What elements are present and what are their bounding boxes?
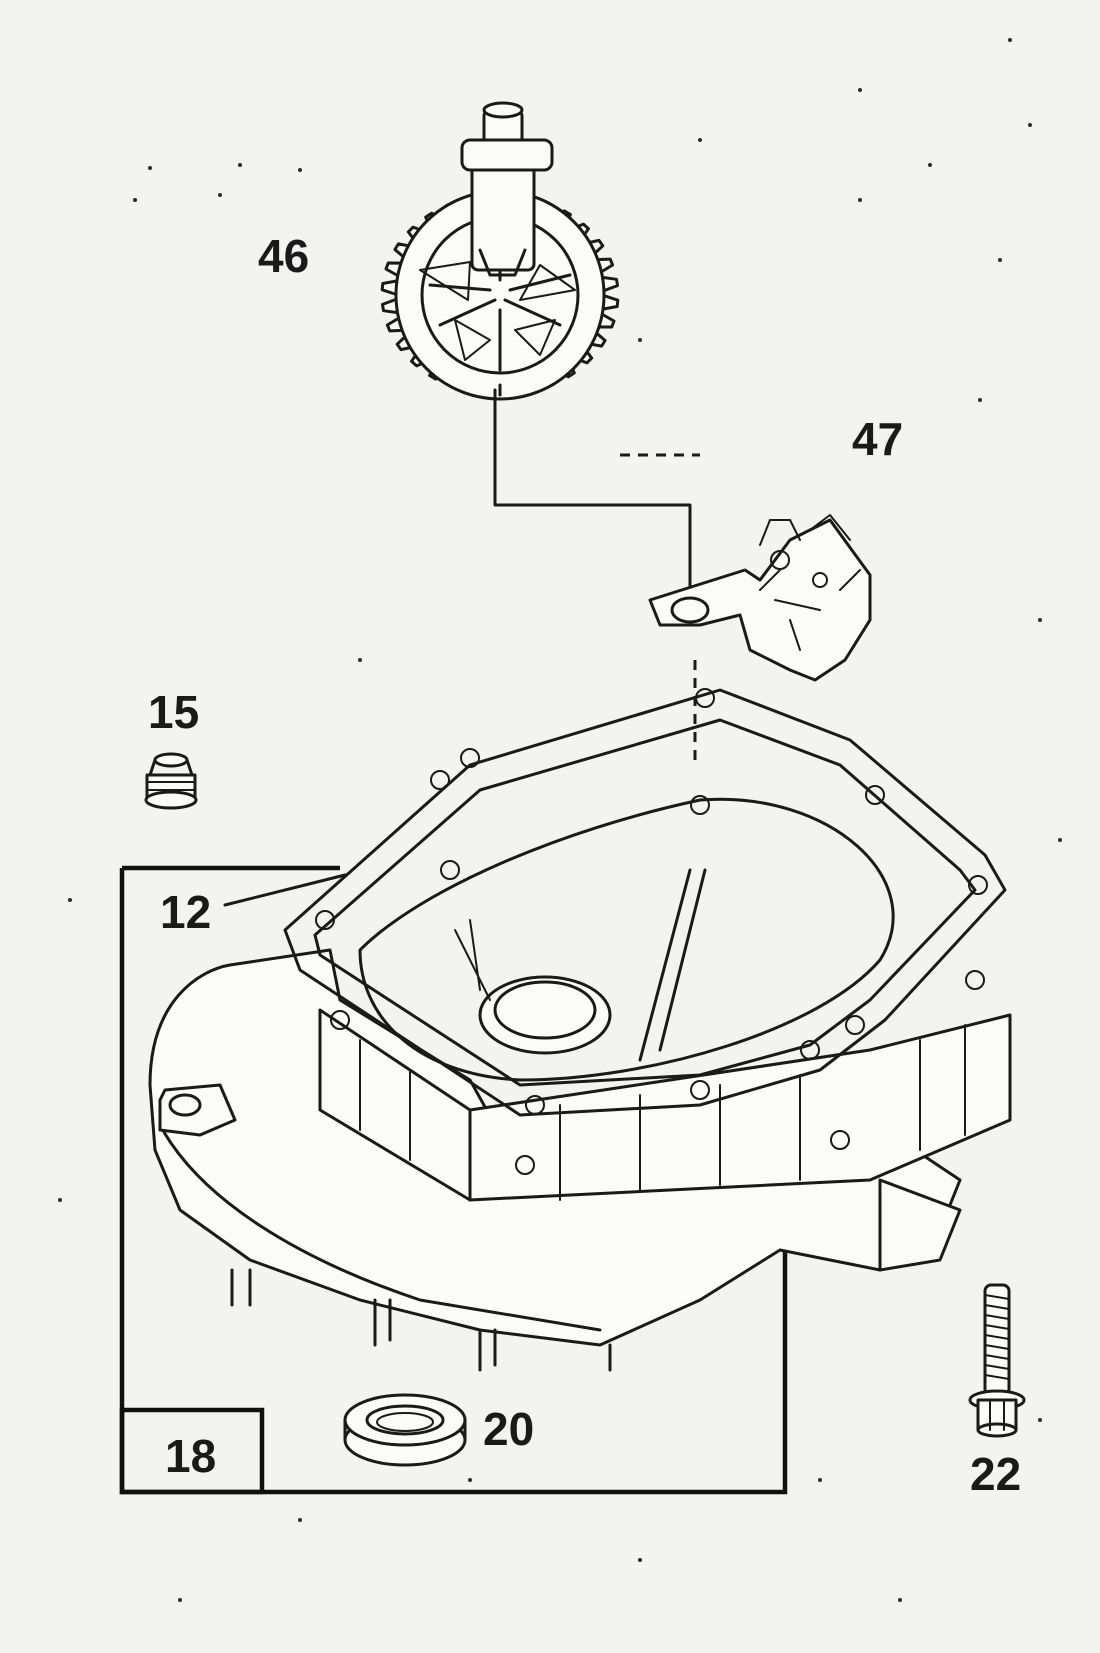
leader-46-to-47 — [493, 388, 692, 592]
part-15-plug — [144, 752, 198, 810]
part-18-kit-frame — [119, 868, 788, 1495]
callout-15: 15 — [148, 686, 199, 738]
callout-18: 18 — [165, 1430, 216, 1482]
crankcase-sump — [148, 797, 1012, 1372]
callout-20: 20 — [483, 1403, 534, 1455]
part-22-bolt — [968, 1283, 1026, 1438]
leader-12 — [223, 873, 347, 907]
callout-46: 46 — [258, 230, 309, 282]
scan-noise — [58, 38, 1062, 1602]
callout-47: 47 — [852, 413, 903, 465]
part-47-governor-bracket — [648, 514, 872, 682]
callout-12: 12 — [160, 886, 211, 938]
part-18-label-box — [119, 1407, 265, 1495]
part-12-gasket — [223, 688, 1007, 1175]
part-46-governor-gear — [380, 101, 620, 401]
callout-22: 22 — [970, 1448, 1021, 1500]
part-20-oil-seal — [343, 1393, 467, 1467]
